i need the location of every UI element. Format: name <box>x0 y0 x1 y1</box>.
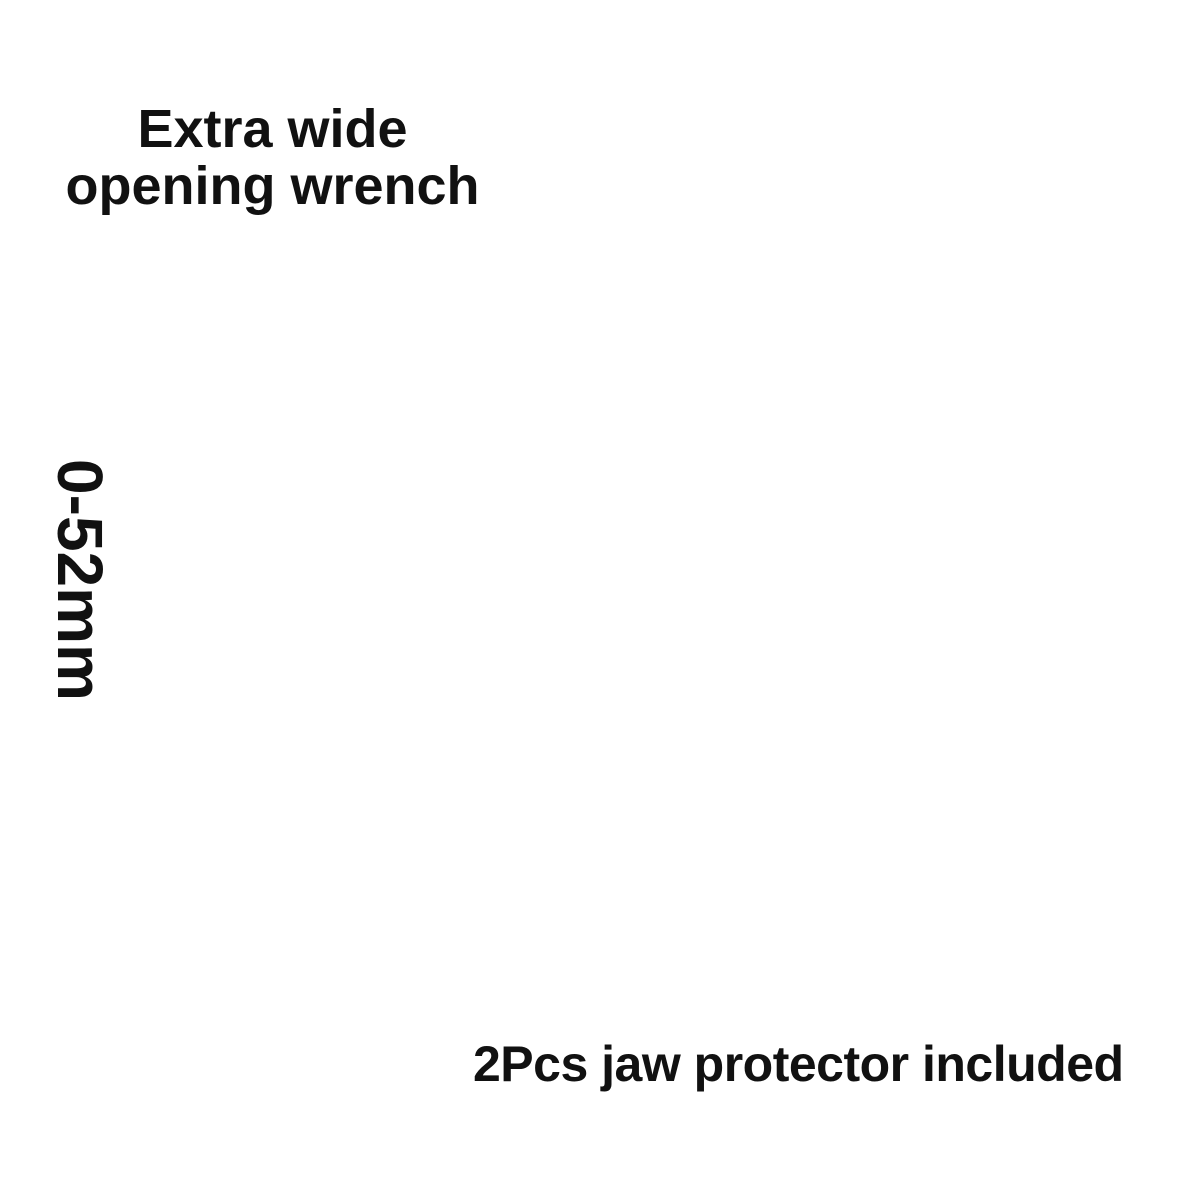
size-mm-marking: 250mm <box>545 441 559 482</box>
jaw-protector-lower <box>158 584 382 712</box>
callout-dot-top <box>58 375 72 389</box>
headline-line-1: Extra wide <box>137 99 408 159</box>
opening-range-label: 0-52mm <box>44 459 116 701</box>
jaw-protector-right <box>844 736 1007 994</box>
jaw-protector-box <box>541 720 1082 1007</box>
wrench-head <box>214 244 500 631</box>
size-inch-marking: 10" <box>601 456 615 475</box>
callout-top <box>63 226 485 380</box>
jaw-protector-left <box>598 736 784 994</box>
jaw-protector-upper <box>68 268 241 442</box>
hang-hole <box>1140 440 1170 485</box>
callout-dot-bottom <box>173 696 187 710</box>
callout-bottom <box>178 703 545 872</box>
opening-arrow-icon <box>147 440 219 622</box>
jaw-protector-caption: 2Pcs jaw protector included <box>473 1036 1124 1092</box>
headline-line-2: opening wrench <box>65 156 480 216</box>
wrench-body: 250mm 10" <box>300 247 680 725</box>
wrench-handle: INGCO <box>655 390 1190 535</box>
worm-gear <box>372 432 500 552</box>
scale-marks <box>360 399 380 601</box>
brand-logo: INGCO <box>939 442 1077 489</box>
